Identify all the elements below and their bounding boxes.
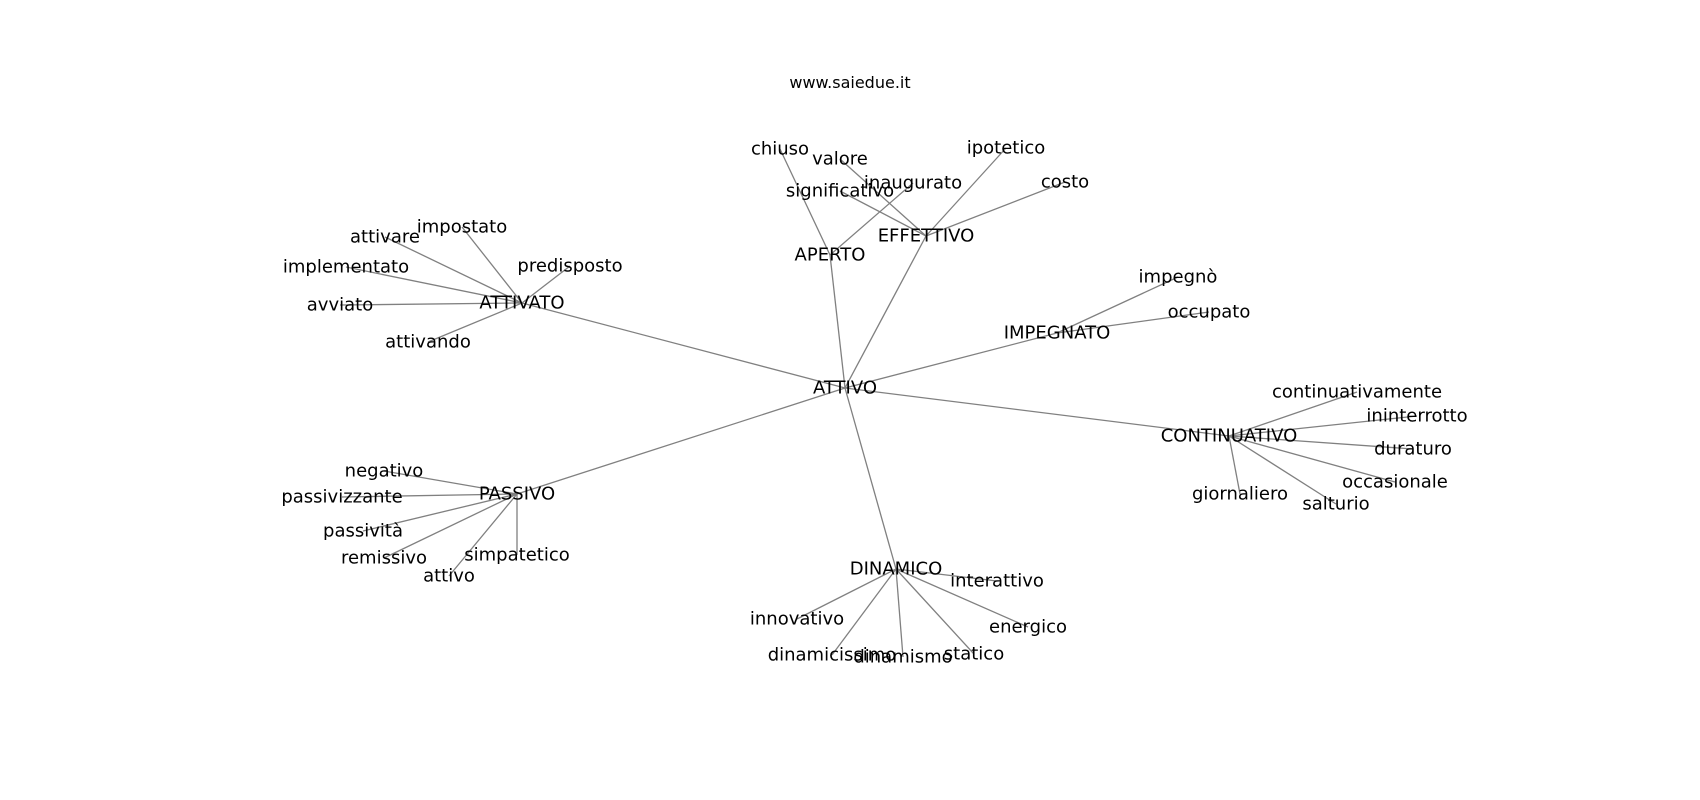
edge-dinamico-leaf — [831, 568, 897, 656]
root-node-label: ATTIVO — [813, 378, 877, 399]
edge-root-dinamico — [844, 387, 897, 570]
leaf-node-label: impegnò — [1139, 267, 1218, 288]
leaf-node-label: occasionale — [1342, 472, 1448, 493]
edge-continuativo-leaf — [1228, 435, 1414, 450]
leaf-node-label: innovativo — [750, 609, 844, 630]
leaf-node-label: giornaliero — [1192, 484, 1288, 505]
leaf-node-label: implementato — [283, 257, 409, 278]
leaf-node-label: continuativamente — [1272, 382, 1442, 403]
edge-effettivo-leaf — [839, 158, 927, 237]
edge-continuativo-leaf — [1228, 415, 1418, 437]
edge-aperto-leaf — [829, 182, 914, 256]
edge-dinamico-leaf — [895, 568, 975, 655]
graph-edges — [339, 147, 1418, 658]
leaf-node-label: valore — [812, 149, 868, 170]
leaf-node-label: dinamicissimo — [768, 645, 897, 666]
edge-root-continuativo — [844, 387, 1230, 437]
leaf-node-label: ininterrotto — [1366, 406, 1467, 427]
edge-dinamico-leaf — [796, 568, 897, 620]
leaf-node-label: attivare — [350, 227, 420, 248]
edge-attivato-leaf — [521, 265, 571, 304]
leaf-node-label: avviato — [307, 295, 373, 316]
hub-node-label: EFFETTIVO — [878, 226, 975, 247]
leaf-node-label: duraturo — [1374, 439, 1452, 460]
hub-node-label: PASSIVO — [479, 484, 555, 505]
edge-effettivo-leaf — [839, 190, 927, 237]
leaf-node-label: passivizzante — [281, 487, 402, 508]
hub-node-label: ATTIVATO — [479, 293, 564, 314]
edge-impegnato-leaf — [1056, 276, 1179, 334]
leaf-node-label: energico — [989, 617, 1067, 638]
leaf-node-label: impostato — [417, 217, 508, 238]
leaf-node-label: salturio — [1302, 494, 1369, 515]
edge-continuativo-leaf — [1228, 435, 1241, 495]
edge-continuativo-leaf — [1228, 435, 1396, 483]
leaf-node-label: costo — [1041, 172, 1089, 193]
edge-passivo-leaf — [448, 493, 518, 577]
edge-attivato-leaf — [339, 302, 523, 306]
leaf-node-label: remissivo — [341, 548, 427, 569]
edge-aperto-leaf — [779, 148, 831, 256]
edge-dinamico-leaf — [895, 568, 904, 658]
edge-continuativo-leaf — [1228, 391, 1358, 437]
edge-passivo-leaf — [341, 493, 518, 498]
edge-attivato-leaf — [461, 226, 523, 304]
edge-passivo-leaf — [362, 493, 518, 532]
hub-node-label: CONTINUATIVO — [1161, 426, 1298, 447]
leaf-node-label: simpatetico — [464, 545, 569, 566]
edge-effettivo-leaf — [925, 147, 1007, 237]
edge-root-passivo — [516, 387, 846, 495]
leaf-node-label: interattivo — [950, 571, 1044, 592]
leaf-node-label: ipotetico — [967, 138, 1046, 159]
edge-attivato-leaf — [384, 236, 523, 304]
edge-root-aperto — [829, 254, 846, 389]
leaf-node-label: dinamismo — [853, 647, 952, 668]
edge-root-impegnato — [844, 332, 1058, 389]
leaf-node-label: negativo — [345, 461, 424, 482]
leaf-node-label: predisposto — [517, 256, 622, 277]
hub-node-label: DINAMICO — [850, 559, 943, 580]
edge-impegnato-leaf — [1056, 311, 1210, 334]
edge-passivo-leaf — [383, 493, 518, 559]
edge-attivato-leaf — [345, 266, 523, 304]
hub-node-label: IMPEGNATO — [1004, 323, 1111, 344]
edge-effettivo-leaf — [925, 181, 1066, 237]
edge-continuativo-leaf — [1228, 435, 1337, 505]
leaf-node-label: chiuso — [751, 139, 809, 160]
leaf-node-label: significativo — [786, 181, 894, 202]
site-watermark: www.saiedue.it — [789, 73, 910, 92]
leaf-node-label: attivando — [385, 332, 471, 353]
leaf-node-label: occupato — [1168, 302, 1251, 323]
edge-attivato-leaf — [427, 302, 523, 343]
edge-root-effettivo — [844, 235, 927, 389]
edge-passivo-leaf — [383, 470, 518, 495]
leaf-node-label: attivo — [423, 566, 475, 587]
edge-root-attivato — [521, 302, 846, 389]
edge-dinamico-leaf — [895, 568, 998, 582]
edge-dinamico-leaf — [895, 568, 1029, 628]
hub-node-label: APERTO — [795, 245, 866, 266]
leaf-node-label: inaugurato — [864, 173, 962, 194]
leaf-node-label: statico — [944, 644, 1004, 665]
leaf-node-label: passività — [323, 521, 403, 542]
